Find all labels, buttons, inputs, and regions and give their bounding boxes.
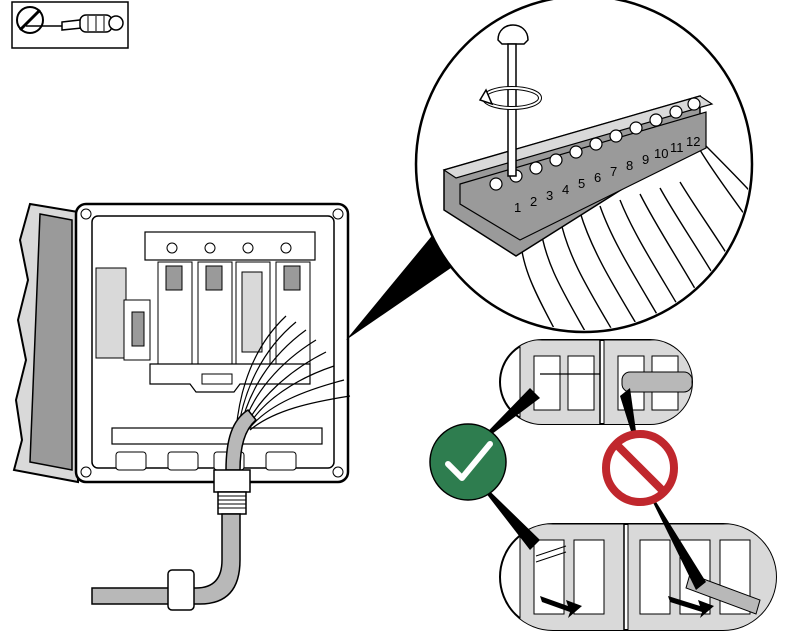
- left-module: [123, 299, 151, 361]
- power-board: [95, 267, 127, 359]
- door-hinge-edge: [29, 213, 73, 471]
- terminal-number: 11: [670, 140, 684, 155]
- terminal-number: 12: [686, 134, 700, 149]
- terminal-number: 5: [578, 176, 585, 191]
- terminal-screw-holes: [489, 97, 701, 191]
- corner-screws: [80, 208, 344, 478]
- screwdriver-icon: [16, 6, 124, 34]
- pull-arrow-icon: [668, 596, 714, 618]
- terminal-block-zoom: 1 2 3 4 5 6 7 8 9 10 11 12: [414, 0, 754, 334]
- tool-box: [11, 1, 129, 49]
- terminal-number: 4: [562, 182, 569, 197]
- pull-arrow-icon: [540, 596, 582, 618]
- terminal-number: 3: [546, 188, 553, 203]
- terminal-number: 10: [654, 146, 668, 161]
- rotate-arrow-icon: [478, 86, 542, 110]
- terminal-number: 8: [626, 158, 633, 173]
- checkmark-icon: [429, 423, 507, 501]
- bracket-screws: [166, 242, 292, 254]
- gland-plate: [111, 427, 323, 445]
- terminal-number: 6: [594, 170, 601, 185]
- terminal-number: 1: [514, 200, 521, 215]
- cable-jacket: [225, 409, 258, 471]
- insertion-comparison: [429, 339, 777, 631]
- conduit-cable: [91, 513, 241, 605]
- incorrect-bottom-pointer: [640, 476, 706, 590]
- prohibited-icon: [602, 430, 678, 506]
- conduit-fitting: [167, 569, 195, 611]
- terminal-numbers: 1 2 3 4 5 6 7 8 9 10 11 12: [514, 134, 700, 215]
- cable-gland: [213, 469, 251, 493]
- terminal-number: 7: [610, 164, 617, 179]
- controller-enclosure: [12, 202, 351, 611]
- terminal-number: 2: [530, 194, 537, 209]
- terminal-number: 9: [642, 152, 649, 167]
